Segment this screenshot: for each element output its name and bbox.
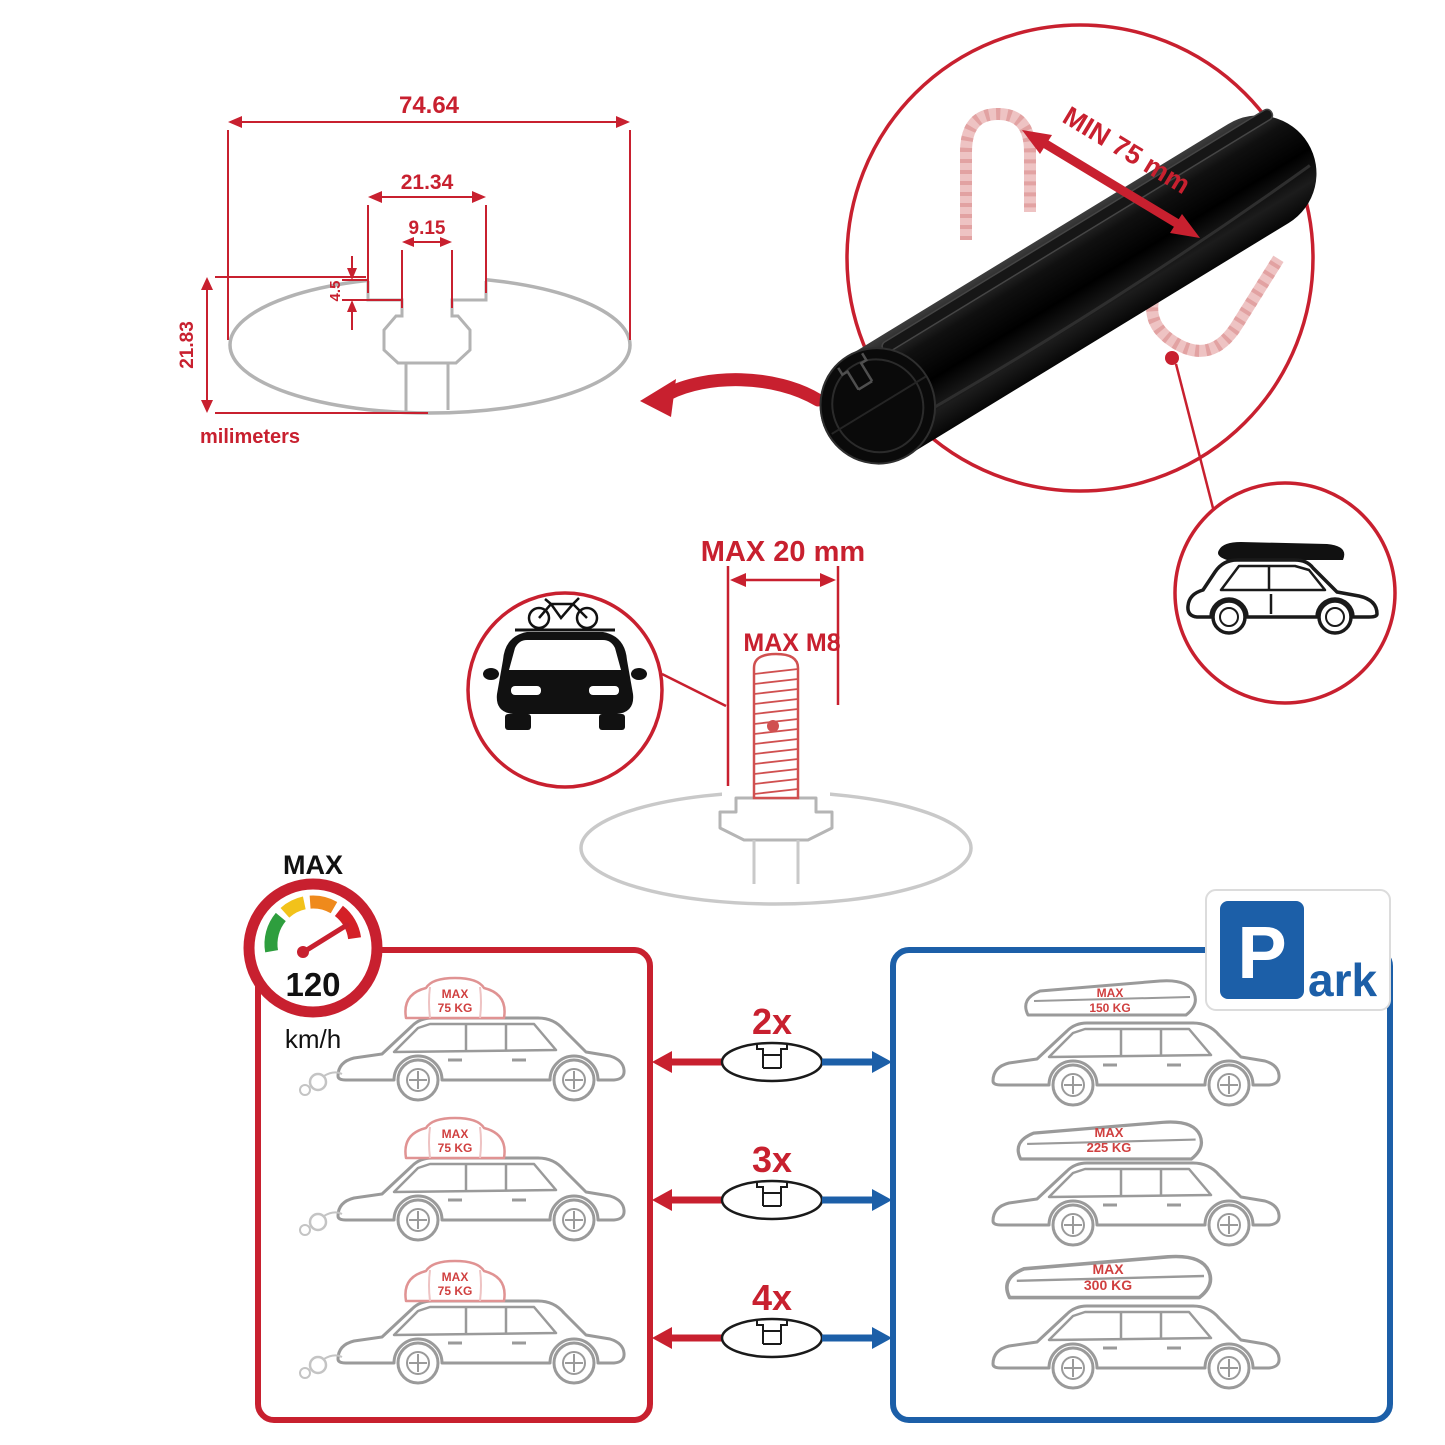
dim-arrowhead [440, 237, 452, 247]
park-sign: P ark [1205, 889, 1391, 1011]
profile-stem [404, 363, 450, 411]
dim-total-height-label: 21.83 [177, 321, 198, 369]
roof-box-icon [1218, 542, 1345, 560]
dim-step-depth-label: 4.5 [327, 281, 344, 302]
cargo-weight-line2: 75 KG [438, 1284, 473, 1298]
t-slot-nut-icon [718, 796, 834, 884]
parked-cars: MAX 150 KG MAX 225 KG MAX 300 KG [991, 979, 1281, 1390]
speed-max-label: MAX [283, 850, 343, 880]
swoosh-arrow-icon [640, 373, 825, 417]
crossbar-cross-section-icon [720, 1179, 824, 1221]
dim-arrowhead [730, 573, 746, 587]
multiplier-rows: 2x 3x 4x [652, 1001, 892, 1359]
dim-arrowhead [402, 237, 414, 247]
cargo-weight-line1: MAX [1092, 1261, 1124, 1277]
clamp-detail-circle: MIN 75 mm [819, 23, 1317, 513]
cargo-weight-line1: MAX [1095, 1125, 1124, 1140]
gauge-needle [299, 922, 350, 956]
speed-limit-gauge: MAX 120 km/h [243, 850, 383, 1054]
cargo-weight-line2: 225 KG [1087, 1140, 1132, 1155]
arrow-right-icon [872, 1189, 892, 1211]
dim-arrowhead [368, 191, 382, 203]
multiplier-label: 4x [752, 1277, 792, 1318]
multiplier-label: 2x [752, 1001, 792, 1042]
crossbar-cross-section-icon [837, 352, 874, 391]
dim-slot-width [401, 241, 453, 308]
dim-channel-width-label: 21.34 [401, 171, 454, 194]
dim-arrowhead [472, 191, 486, 203]
profile-mask [368, 268, 486, 284]
units-label: milimeters [200, 426, 300, 448]
crossbar-icon [819, 108, 1317, 465]
suv-roofbox-circle [1173, 481, 1397, 705]
speed-value: 120 [285, 966, 340, 1003]
suv-side-icon [1186, 542, 1379, 635]
dim-arrowhead [347, 268, 357, 280]
dim-arrowhead [820, 573, 836, 587]
speed-unit: km/h [285, 1024, 341, 1054]
dim-total-width-label: 74.64 [399, 92, 460, 119]
dim-total-width [227, 121, 631, 340]
callout-dot [767, 720, 779, 732]
dim-arrowhead [228, 116, 242, 128]
bike-car-circle [466, 591, 727, 789]
car-front-icon [483, 597, 647, 730]
bolt-icon [752, 652, 800, 800]
arrow-left-icon [652, 1327, 672, 1349]
cargo-weight-line1: MAX [442, 987, 469, 1001]
dim-slot-width-label: 9.15 [409, 218, 446, 239]
dim-arrowhead [201, 400, 213, 413]
dim-arrowhead [616, 116, 630, 128]
callout-leader-line [661, 672, 727, 708]
arrow-right-icon [872, 1051, 892, 1073]
callout-leader-line [1174, 363, 1216, 513]
park-sign-p-square [1220, 901, 1304, 999]
arrow-right-icon [872, 1327, 892, 1349]
cargo-weight-line1: MAX [1097, 986, 1124, 1000]
min-span-arrow-icon [1022, 130, 1200, 238]
bolt-detail: MAX 20 mm MAX M8 [579, 536, 973, 906]
callout-dot [1165, 351, 1179, 365]
driving-cars: MAX 75 KG MAX 75 KG MAX 75 KG [298, 976, 626, 1385]
cargo-weight-line2: 300 KG [1084, 1277, 1132, 1293]
cargo-weight-line1: MAX [442, 1270, 469, 1284]
gauge-needle-pivot [297, 946, 309, 958]
arrow-left-icon [652, 1051, 672, 1073]
dim-arrowhead [347, 300, 357, 312]
bike-icon [527, 597, 599, 630]
dim-arrowhead [201, 277, 213, 290]
dim-channel-width [367, 196, 487, 293]
cargo-weight-line2: 150 KG [1089, 1001, 1130, 1015]
cargo-weight-line2: 75 KG [438, 1001, 473, 1015]
dim-total-height [206, 276, 428, 414]
cargo-weight-line2: 75 KG [438, 1141, 473, 1155]
park-sign-suffix: ark [1308, 954, 1377, 1006]
multiplier-label: 3x [752, 1139, 792, 1180]
arrow-left-icon [652, 1189, 672, 1211]
crossbar-cross-section-icon [720, 1041, 824, 1083]
crossbar-dimension-diagram: 74.64 21.34 9.15 4.5 [177, 92, 632, 448]
bolt-max-length-label: MAX 20 mm [701, 536, 865, 568]
bolt-max-thread-label: MAX M8 [743, 629, 840, 657]
crossbar-cross-section-icon [720, 1317, 824, 1359]
bolt-dimension-lines [726, 566, 840, 795]
cargo-weight-line1: MAX [442, 1127, 469, 1141]
gauge-arcs [264, 895, 362, 953]
park-sign-p: P [1237, 911, 1286, 994]
